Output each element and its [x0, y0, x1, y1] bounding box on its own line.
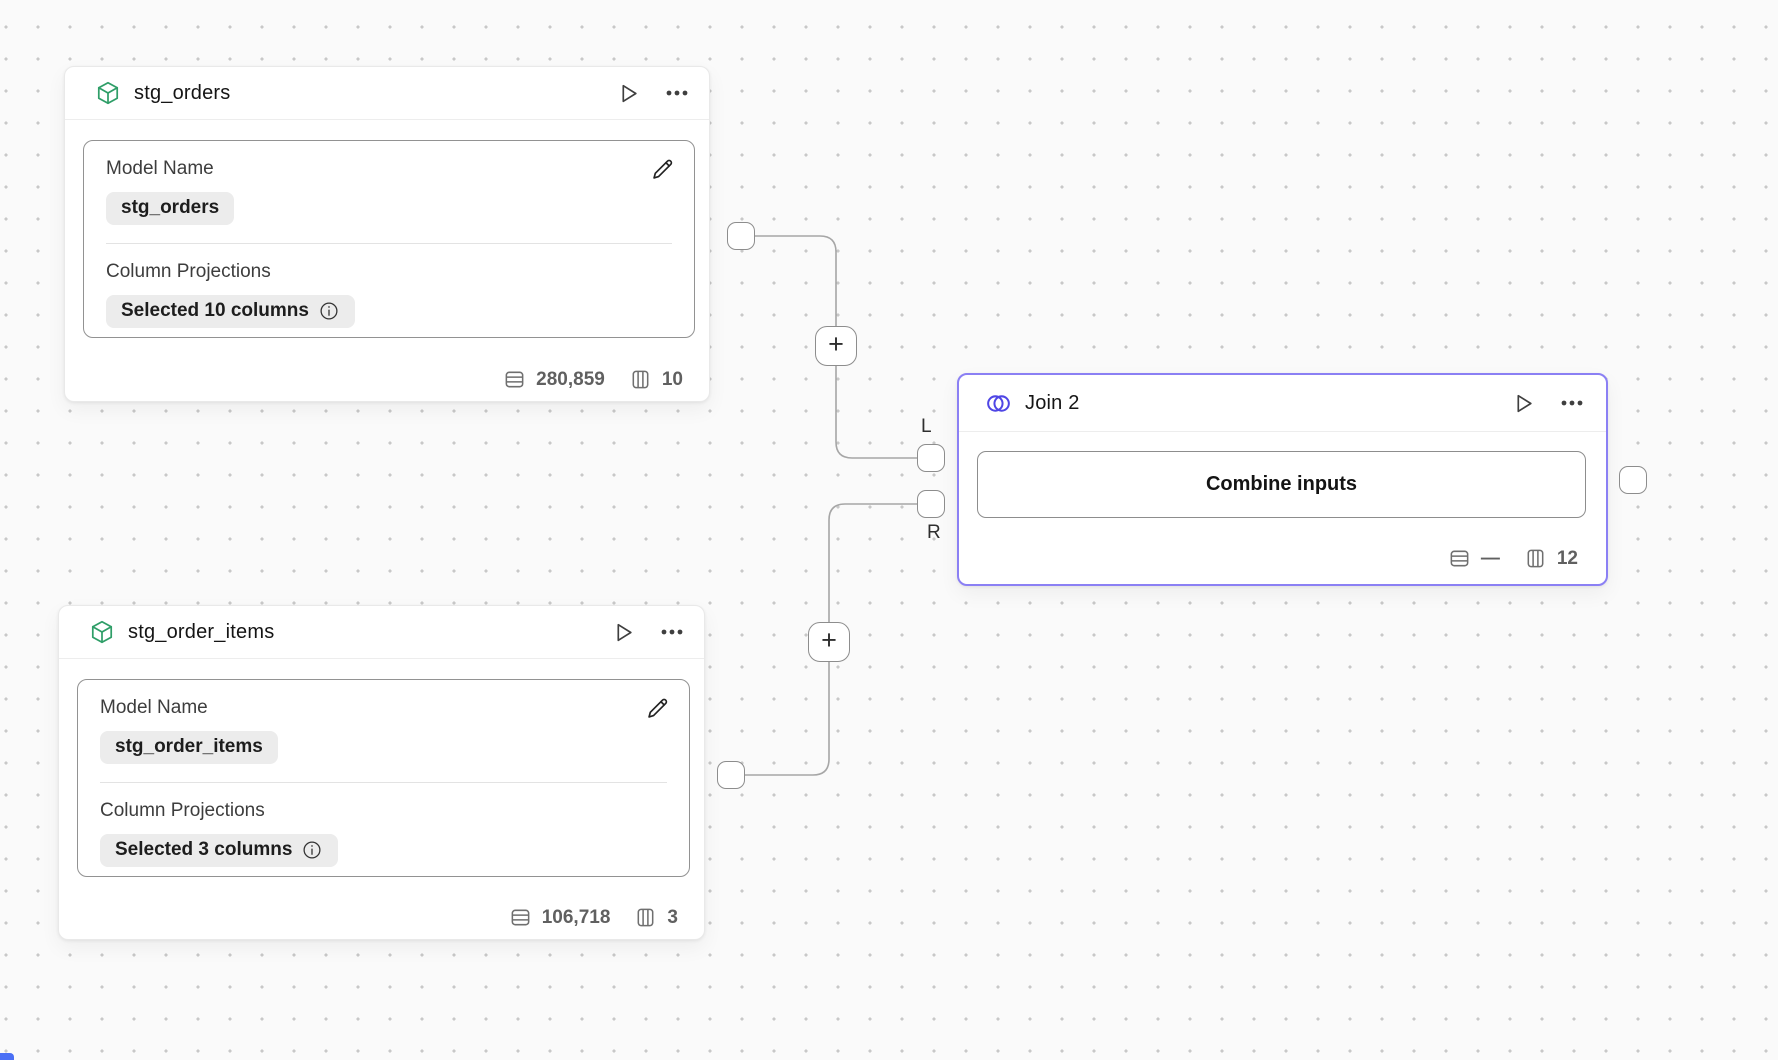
- play-icon: [622, 84, 637, 102]
- column-projections-label: Column Projections: [100, 800, 265, 821]
- port-output-join-2[interactable]: [1619, 466, 1647, 494]
- run-node-button[interactable]: [1509, 389, 1538, 418]
- model-name-chip[interactable]: stg_orders: [106, 192, 235, 225]
- port-join-right-input[interactable]: [917, 490, 945, 518]
- node-header: Join 2: [959, 375, 1606, 432]
- join-right-port-label: R: [927, 522, 941, 543]
- more-menu-icon: [666, 90, 688, 96]
- column-count-icon: [637, 908, 654, 927]
- node-header: stg_order_items: [59, 606, 704, 659]
- node-title: stg_order_items: [128, 620, 275, 643]
- info-icon: [320, 302, 338, 320]
- add-node-on-edge-button-top[interactable]: +: [815, 326, 857, 366]
- info-icon: [303, 841, 321, 859]
- play-icon: [1517, 394, 1532, 412]
- join-venn-icon: [985, 390, 1012, 417]
- more-menu-icon: [661, 629, 683, 635]
- node-title: Join 2: [1025, 391, 1080, 414]
- node-title: stg_orders: [134, 81, 231, 104]
- cube-icon: [95, 80, 121, 106]
- node-config-panel: Model Name stg_orders Column Projections…: [83, 140, 695, 338]
- model-name-chip[interactable]: stg_order_items: [100, 731, 278, 764]
- node-stats: 106,718 3: [59, 906, 704, 939]
- column-count: 10: [661, 368, 683, 390]
- row-count-icon: [1450, 550, 1469, 567]
- row-count: 280,859: [536, 368, 605, 390]
- port-output-stg-orders[interactable]: [727, 222, 755, 250]
- port-join-left-input[interactable]: [917, 444, 945, 472]
- row-count-icon: [511, 909, 530, 926]
- cube-icon: [89, 619, 115, 645]
- panel-divider: [100, 782, 667, 783]
- pencil-icon: [648, 698, 668, 718]
- node-stats: 280,859 10: [65, 368, 709, 401]
- row-count: —: [1480, 547, 1500, 569]
- node-config-panel: Model Name stg_order_items Column Projec…: [77, 679, 690, 877]
- combine-inputs-button[interactable]: Combine inputs: [977, 451, 1586, 518]
- join-left-port-label: L: [921, 416, 932, 437]
- model-name-label: Model Name: [106, 158, 214, 179]
- column-count-icon: [1527, 549, 1544, 568]
- column-count-icon: [632, 370, 649, 389]
- canvas-corner-blue-element: [0, 1053, 14, 1060]
- column-projections-chip[interactable]: Selected 10 columns: [106, 295, 355, 328]
- more-menu-icon: [1561, 400, 1583, 406]
- column-projections-label: Column Projections: [106, 261, 271, 282]
- edit-model-name-button[interactable]: [647, 154, 678, 185]
- node-stg-order-items[interactable]: stg_order_items Model Name: [58, 605, 705, 940]
- column-count: 3: [667, 906, 678, 928]
- more-menu-button[interactable]: [658, 626, 686, 638]
- run-node-button[interactable]: [609, 618, 638, 647]
- panel-divider: [106, 243, 672, 244]
- row-count-icon: [505, 371, 524, 388]
- edit-model-name-button[interactable]: [642, 693, 673, 724]
- node-stats: — 12: [959, 547, 1606, 584]
- column-projections-chip[interactable]: Selected 3 columns: [100, 834, 339, 867]
- run-node-button[interactable]: [614, 79, 643, 108]
- port-output-stg-order-items[interactable]: [717, 761, 745, 789]
- play-icon: [617, 623, 632, 641]
- node-header: stg_orders: [65, 67, 709, 120]
- add-node-on-edge-button-bottom[interactable]: +: [808, 622, 850, 662]
- model-name-label: Model Name: [100, 697, 208, 718]
- node-stg-orders[interactable]: stg_orders Model Name: [64, 66, 710, 402]
- node-join-2[interactable]: Join 2 Combine inputs —: [957, 373, 1608, 586]
- row-count: 106,718: [541, 906, 611, 928]
- more-menu-button[interactable]: [1558, 397, 1586, 409]
- column-count: 12: [1556, 547, 1578, 569]
- more-menu-button[interactable]: [663, 87, 691, 99]
- pencil-icon: [653, 159, 673, 179]
